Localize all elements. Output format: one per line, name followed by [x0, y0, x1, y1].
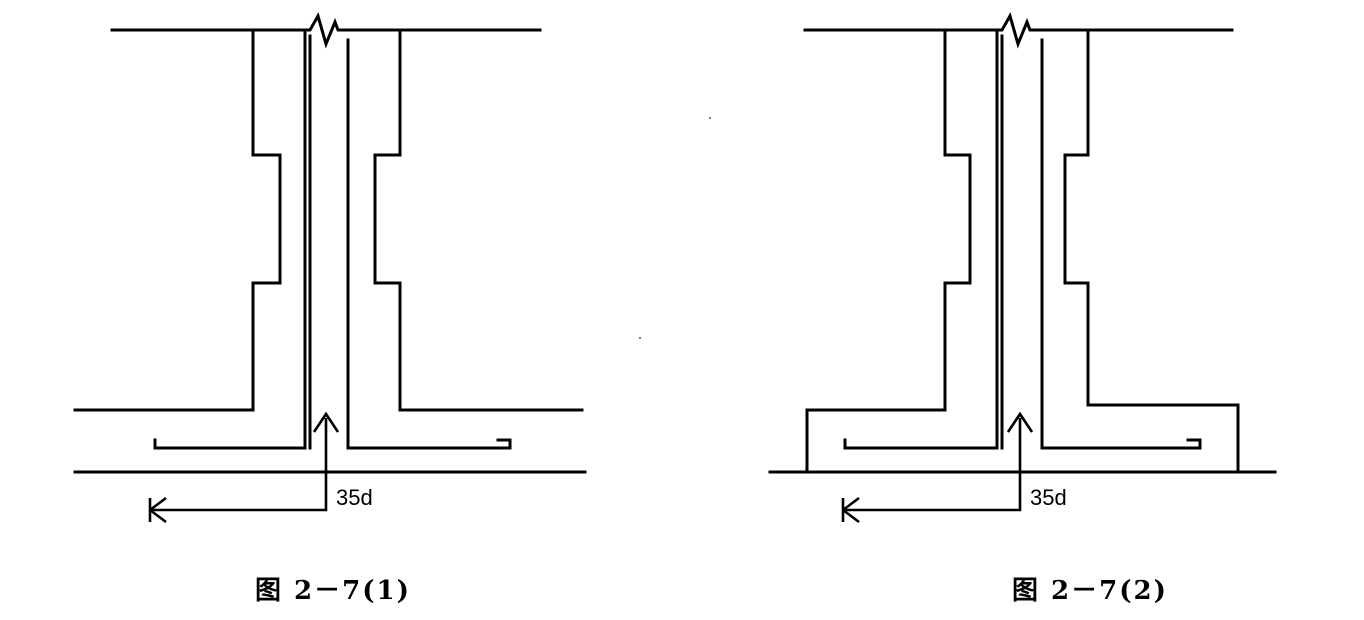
dimension-arrow-left	[841, 496, 860, 524]
right-column-outline	[373, 28, 584, 412]
dimension-label: 35d	[336, 485, 373, 510]
top-slab-line	[110, 12, 542, 49]
dimension-line	[152, 418, 328, 512]
figure-1-drawing: 35d	[73, 12, 587, 524]
dimension-arrow-left	[148, 496, 167, 524]
left-rebar	[153, 28, 307, 450]
right-column-outline	[1063, 28, 1240, 474]
left-rebar	[843, 28, 999, 450]
top-slab-line	[803, 12, 1234, 49]
right-rebar	[1040, 38, 1202, 450]
dimension-label: 35d	[1030, 485, 1067, 510]
right-rebar	[346, 38, 512, 450]
scan-speck	[639, 337, 641, 339]
figure-2-caption: 图 2－7(2)	[1012, 576, 1168, 606]
left-column-outline	[73, 28, 282, 412]
dimension-arrow-up	[1006, 411, 1034, 433]
figure-1-caption: 图 2－7(1)	[255, 576, 411, 606]
dimension-arrow-up	[312, 411, 340, 433]
left-column-outline	[805, 28, 972, 474]
figure-2-drawing: 35d	[768, 12, 1277, 524]
scan-speck	[709, 117, 711, 119]
dimension-line	[845, 418, 1022, 512]
